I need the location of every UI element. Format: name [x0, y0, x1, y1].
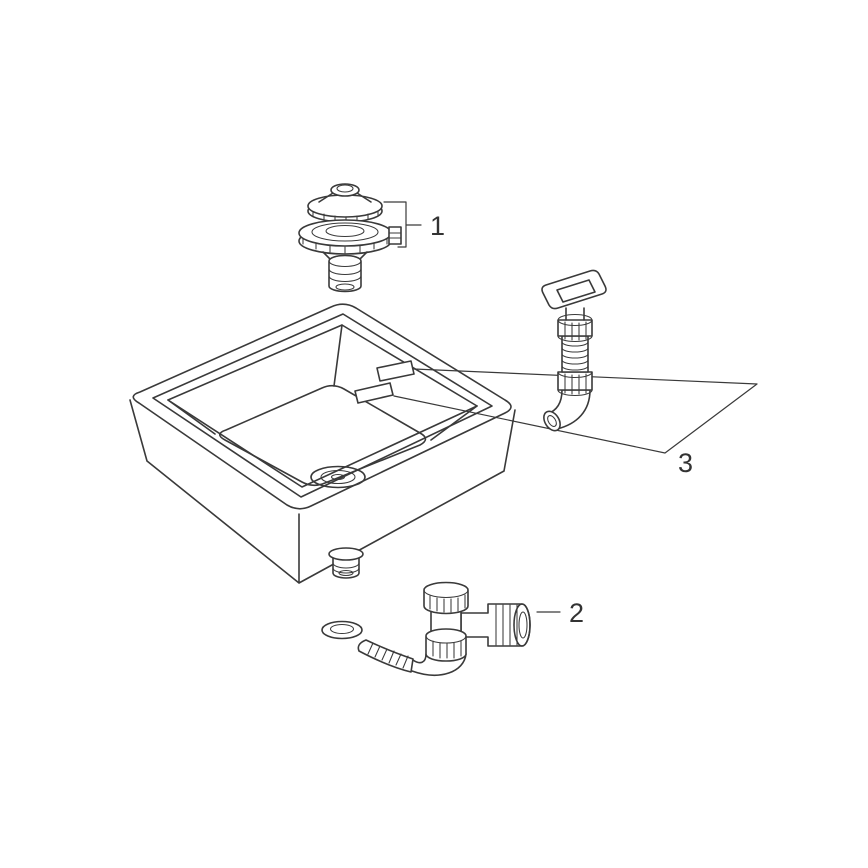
trap-assembly-drawing: [321, 581, 531, 676]
strainer-cap-drawing: [307, 183, 383, 223]
sink-basin-drawing: [129, 303, 516, 584]
callout-2: 2: [536, 598, 584, 628]
strainer-basket-drawing: [298, 219, 402, 293]
part3-label: 3: [678, 448, 693, 478]
overflow-assembly-drawing: [541, 269, 607, 432]
callout-1: 1: [383, 201, 445, 248]
part1-label: 1: [430, 211, 445, 241]
part2-label: 2: [569, 598, 584, 628]
